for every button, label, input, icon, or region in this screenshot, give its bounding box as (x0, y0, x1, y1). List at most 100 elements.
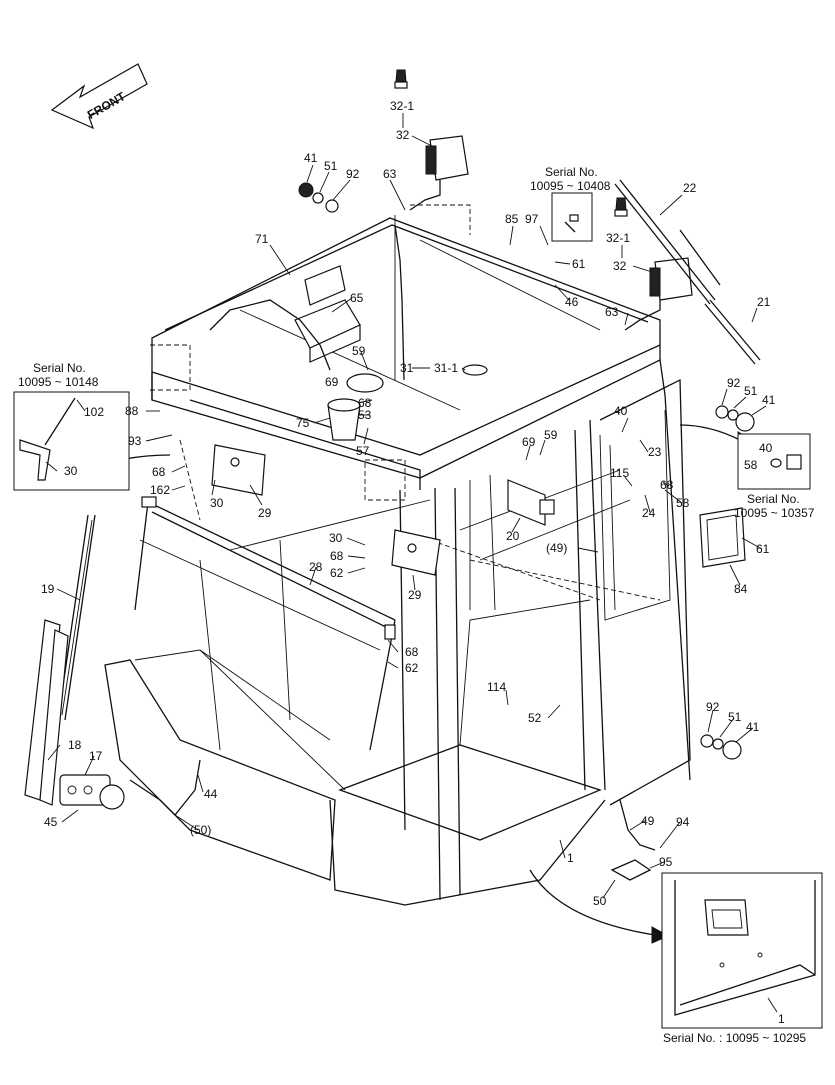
callout: 162 (150, 483, 170, 497)
callout: 68 (405, 645, 419, 659)
callout: 30 (210, 496, 224, 510)
callout: (49) (546, 541, 567, 555)
callout: 18 (68, 738, 82, 752)
callout: 31 (400, 361, 414, 375)
callout: 21 (757, 295, 771, 309)
dome-light (462, 364, 488, 376)
callout: 17 (89, 749, 103, 763)
arrow-to-bottom-inset (529, 869, 656, 936)
wiper-motor (59, 774, 125, 810)
callout: 62 (330, 566, 344, 580)
callout: 51 (728, 710, 742, 724)
work-lamp-right (624, 257, 693, 331)
callout: 32 (613, 259, 627, 273)
radio-unit (294, 265, 361, 363)
callout: 114 (487, 680, 506, 694)
callout: 84 (734, 582, 748, 596)
callout: 68 (660, 478, 674, 492)
callout: 19 (41, 582, 55, 596)
callout: 30 (329, 531, 343, 545)
callout: 68 (330, 549, 344, 563)
callout: 32-1 (390, 99, 414, 113)
callout: 53 (358, 408, 372, 422)
inset-bottom (661, 872, 823, 1029)
callout: 94 (676, 815, 690, 829)
inset-left (13, 391, 130, 491)
callout: 115 (610, 466, 629, 480)
callout: 41 (762, 393, 776, 407)
callout: 32 (396, 128, 410, 142)
callout: 23 (648, 445, 662, 459)
front-direction-arrow: FRONT (50, 63, 148, 130)
floor-harness-50 (610, 859, 652, 881)
sun-visor-right (391, 529, 441, 576)
serial-range: 10095 ~ 10357 (734, 506, 815, 520)
inset-bottom-detail (674, 880, 816, 1016)
callout: (50) (190, 823, 211, 837)
callout: 75 (296, 416, 310, 430)
harness-63 (394, 224, 405, 381)
callout: 51 (744, 384, 758, 398)
callout: 68 (358, 396, 372, 410)
serial-note-right: Serial No. 10095 ~ 10357 (734, 492, 815, 520)
serial-title: Serial No. (747, 492, 800, 506)
callout: 28 (309, 560, 323, 574)
mirror-set-right (715, 405, 755, 432)
mirror-set-low (700, 734, 742, 760)
callout: 69 (522, 435, 536, 449)
callout: 20 (506, 529, 520, 543)
callout: 51 (324, 159, 338, 173)
callout: 49 (641, 814, 655, 828)
callout: 58 (744, 458, 758, 472)
callout: 32-1 (606, 231, 630, 245)
inset-right-parts (770, 454, 802, 470)
front-wiper-arm (24, 619, 69, 806)
callout: 88 (125, 404, 139, 418)
inset-left-bracket (19, 397, 76, 481)
callout: 58 (676, 496, 690, 510)
window-frame-84 (699, 507, 746, 568)
rear-wiper-blade (614, 179, 761, 365)
callout: 30 (64, 464, 78, 478)
serial-text: Serial No. : 10095 ~ 10295 (663, 1031, 806, 1045)
serial-range: 10095 ~ 10148 (18, 375, 99, 389)
callout: 44 (204, 787, 218, 801)
floor-harness-49 (619, 799, 656, 851)
callout: 50 (593, 894, 607, 908)
callout: 57 (356, 444, 370, 458)
callout: 46 (565, 295, 579, 309)
callout: 22 (683, 181, 697, 195)
callout: 1 (778, 1012, 785, 1026)
callout: 92 (706, 700, 720, 714)
serial-title: Serial No. (545, 165, 598, 179)
serial-note-left: Serial No. 10095 ~ 10148 (18, 361, 99, 389)
callout: 65 (350, 291, 364, 305)
callout: 69 (325, 375, 339, 389)
serial-title: Serial No. (33, 361, 86, 375)
callout: 95 (659, 855, 673, 869)
callout: 85 (505, 212, 519, 226)
callout: 52 (528, 711, 542, 725)
cup-holder (327, 398, 361, 441)
callout: 68 (152, 465, 166, 479)
arrow-to-right-inset (679, 424, 741, 441)
callout: 92 (346, 167, 360, 181)
mirror-set-top (298, 182, 339, 213)
speaker-69 (346, 373, 384, 393)
bulb-right (614, 197, 628, 217)
callout: 63 (383, 167, 397, 181)
callout: 31-1 (434, 361, 458, 375)
callout: 62 (405, 661, 419, 675)
callout: 40 (759, 441, 773, 455)
callout: 29 (258, 506, 272, 520)
serial-note-bottom: Serial No. : 10095 ~ 10295 (663, 1031, 806, 1045)
callout: 59 (544, 428, 558, 442)
callout: 71 (255, 232, 269, 246)
callout: 29 (408, 588, 422, 602)
callout: 61 (756, 542, 770, 556)
callout: 24 (642, 506, 656, 520)
callout: 61 (572, 257, 586, 271)
callout-labels: 32-1 32 41 51 92 63 22 81 82 85 97 61 46… (41, 99, 785, 1026)
callout: 1 (567, 851, 574, 865)
